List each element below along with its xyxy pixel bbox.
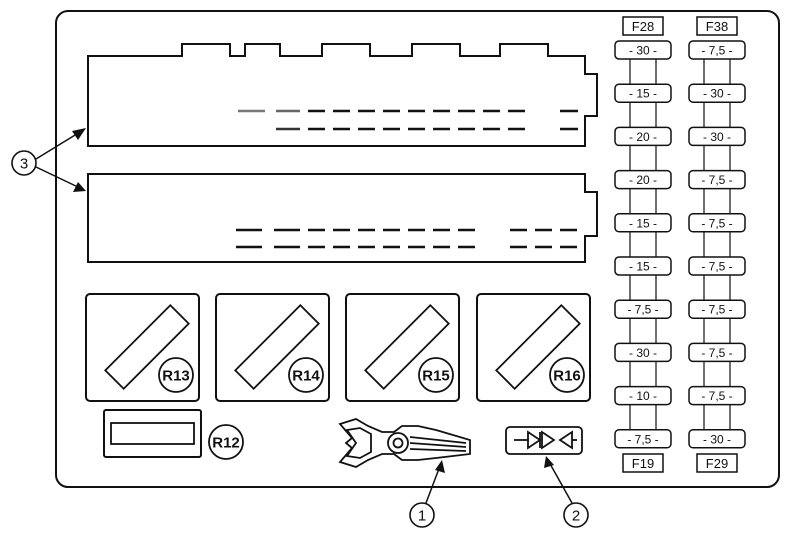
fuse-column-2: F38 - 7,5 - - 30 - - 30 - - 7,5 - - 7,5 - - 7… [688,16,746,473]
fuse-slot: - 7,5 - [614,429,672,449]
fuse-slot: - 30 - [688,83,746,128]
fuse-rating: - 7,5 - [701,389,732,403]
callout-1: 1 [409,460,445,528]
fuse-rating: - 7,5 - [701,216,732,230]
fuse-rating: - 15 - [629,260,657,274]
fuse-slot: - 7,5 - [688,213,746,257]
fuse-rating: - 15 - [629,87,657,101]
fuse-rating: - 7,5 - [701,346,732,360]
relay-r12-label: R12 [212,435,240,452]
fuse-slot: - 30 - [614,342,672,387]
fuse-rating: - 7,5 - [627,432,658,446]
fuse-slot: - 7,5 - [688,40,746,85]
connector-block-upper [87,43,598,147]
fuse-column-2-bottom-label: F29 [706,456,728,471]
relay-r15: R15 [345,293,460,402]
relay-r13-label: R13 [162,368,190,385]
fuse-rating: - 7,5 - [701,303,732,317]
relay-r13: R13 [85,293,200,402]
relay-r15-label: R15 [422,368,450,385]
fuse-rating: - 15 - [629,216,657,230]
relay-r14-label: R14 [292,368,320,385]
connector-block-lower [87,173,598,263]
fuse-slot: - 15 - [614,83,672,128]
fuse-column-1: F28 - 30 - - 15 - - 20 - - 20 - - 15 - - 15 -… [614,16,672,473]
fuse-rating: - 7,5 - [627,303,658,317]
fuse-slot: - 7,5 - [614,299,672,344]
fuse-slot: - 7,5 - [688,299,746,344]
fuse-rating: - 30 - [629,44,657,58]
fuse-rating: - 7,5 - [701,44,732,58]
fuse-slot: - 15 - [614,256,672,301]
fuse-rating: - 30 - [703,432,731,446]
diode-icon [505,426,583,455]
fuse-slot: - 7,5 - [688,256,746,301]
fuse-slot: - 30 - [614,40,672,85]
fuse-rating: - 10 - [629,389,657,403]
fuse-slot: - 7,5 - [688,385,746,430]
fuse-puller-icon [338,418,471,468]
connector-pins-lower [236,228,578,249]
relay-r16: R16 [476,293,591,402]
fuse-rating: - 7,5 - [701,260,732,274]
fuse-slot: - 7,5 - [688,342,746,387]
fuse-box-outline [55,10,780,488]
fuse-slot: - 15 - [614,213,672,257]
fuse-rating: - 7,5 - [701,173,732,187]
callout-1-number: 1 [418,508,426,525]
fuse-slot: - 7,5 - [688,169,746,214]
fuse-rating: - 30 - [703,87,731,101]
callout-2-number: 2 [572,508,580,525]
fuse-rating: - 20 - [629,130,657,144]
fuse-slot: - 20 - [614,169,672,214]
relay-r14: R14 [215,293,330,402]
callout-2: 2 [544,456,589,528]
fuse-column-1-bottom-label: F19 [632,456,654,471]
callout-3: 3 [11,128,86,192]
fuse-rating: - 30 - [629,346,657,360]
connector-pins-upper [238,109,578,131]
fuse-rating: - 20 - [629,173,657,187]
fuse-slot: - 20 - [614,126,672,171]
relay-r16-label: R16 [553,368,581,385]
fuse-slot: - 10 - [614,385,672,430]
fuse-slot: - 30 - [688,126,746,171]
fuse-column-2-top-label: F38 [706,19,728,34]
fuse-slot: - 30 - [688,429,746,449]
callout-3-number: 3 [20,156,28,173]
fuse-column-1-top-label: F28 [632,19,654,34]
fuse-rating: - 30 - [703,130,731,144]
relay-r12: R12 [103,409,244,460]
